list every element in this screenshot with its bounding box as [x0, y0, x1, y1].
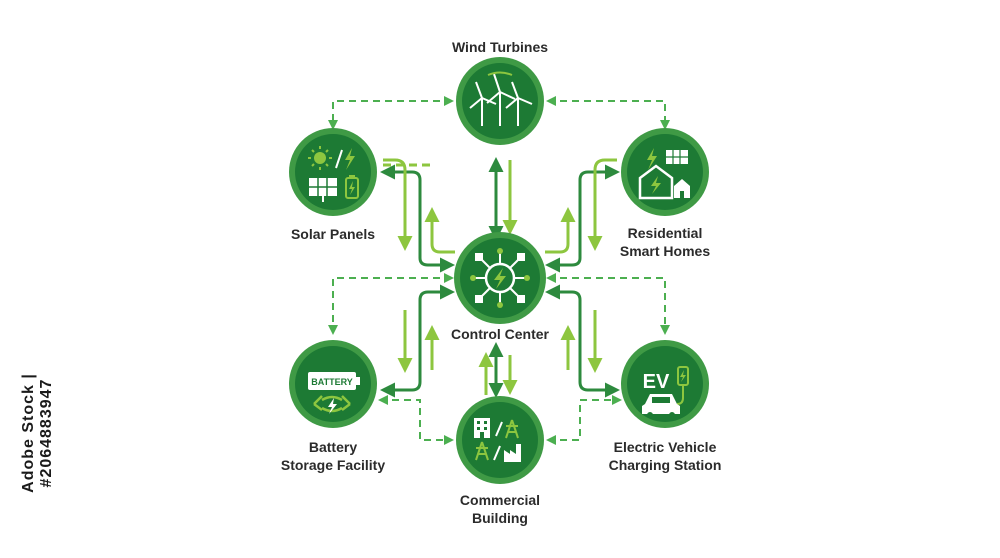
commercial-label-line2: Building [472, 510, 528, 526]
bolt-icon [345, 148, 355, 170]
car-icon [642, 394, 680, 418]
residential-label-line1: Residential [627, 225, 703, 241]
control-center-node [454, 232, 546, 324]
arrow-solar-control-light-a [383, 158, 413, 251]
wind-turbines-node [456, 57, 544, 145]
wind-turbines-label: Wind Turbines [430, 38, 570, 56]
battery-storage-node: BATTERY [289, 340, 377, 428]
solar-panels-node [289, 128, 377, 216]
arrow-solar-control-light-b [424, 207, 455, 254]
arrow-residential-control-light-b [545, 207, 576, 254]
residential-label: Residential Smart Homes [595, 224, 735, 260]
control-center-label: Control Center [430, 325, 570, 343]
arrow-residential-control-dark [545, 164, 620, 273]
residential-label-line2: Smart Homes [619, 243, 711, 259]
arrow-battery-control-dark [380, 284, 455, 398]
solar-panel-icon [309, 178, 337, 202]
residential-node [621, 128, 709, 216]
flow-arrows [380, 157, 620, 398]
battery-storage-label: Battery Storage Facility [253, 438, 413, 474]
factory-icon [504, 444, 521, 462]
wind-turbines-label-text: Wind Turbines [451, 39, 549, 55]
arrow-residential-control-light-a [587, 158, 617, 251]
office-building-icon [474, 418, 490, 438]
dashed-wind-solar [328, 96, 454, 130]
battery-charge-icon [345, 175, 359, 199]
power-tower-icon [475, 441, 489, 461]
circuit-hub-icon [470, 248, 530, 308]
bolt-icon [328, 398, 337, 414]
bolt-icon [647, 148, 657, 170]
ev-charging-label: Electric Vehicle Charging Station [585, 438, 745, 474]
battery-icon: BATTERY [308, 372, 360, 390]
solar-panels-label: Solar Panels [263, 225, 403, 243]
battery-icon-text: BATTERY [311, 377, 353, 387]
dashed-control-ev [546, 273, 670, 335]
power-tower-icon [505, 419, 519, 439]
battery-label-line1: Battery [308, 439, 358, 455]
stock-id-text: Adobe Stock | #2064883947 [20, 373, 55, 493]
solar-panel-icon [666, 150, 688, 164]
dashed-connections [328, 96, 670, 445]
recycle-icon [313, 395, 351, 413]
arrow-ev-control-dark [545, 284, 620, 398]
commercial-building-label: Commercial Building [430, 491, 570, 527]
house-icon [638, 164, 674, 200]
dashed-battery-commercial [378, 395, 454, 445]
dashed-commercial-ev [546, 395, 622, 445]
dashed-wind-residential [546, 96, 670, 130]
ev-label-line1: Electric Vehicle [613, 439, 717, 455]
dashed-control-battery [328, 273, 454, 335]
sun-icon [308, 146, 332, 170]
charger-icon [676, 366, 689, 405]
ev-charging-node: EV [621, 340, 709, 428]
commercial-building-node [456, 396, 544, 484]
arrow-solar-control-dark [380, 164, 455, 273]
battery-label-line2: Storage Facility [280, 457, 386, 473]
wind-turbine-icon [469, 71, 533, 126]
ev-icon-text: EV [643, 371, 670, 393]
small-house-icon [674, 179, 690, 198]
solar-panels-label-text: Solar Panels [290, 226, 376, 242]
control-center-label-text: Control Center [451, 326, 549, 342]
ev-label-line2: Charging Station [608, 457, 722, 473]
commercial-label-line1: Commercial [459, 492, 541, 508]
